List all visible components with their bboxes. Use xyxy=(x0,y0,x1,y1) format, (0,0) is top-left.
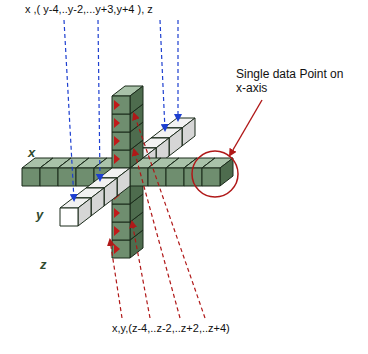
axis-label: z xyxy=(40,258,47,273)
cube-face xyxy=(148,168,166,186)
cube-face xyxy=(169,128,182,156)
blue-pointer xyxy=(98,20,100,180)
cube-face xyxy=(130,168,148,186)
cube-face xyxy=(130,86,143,114)
selected-marker xyxy=(114,136,120,146)
red-pointer xyxy=(132,222,150,318)
blue-pointer xyxy=(64,20,74,200)
caption-text: x ,( y-4,..y-2,...y+3,y+4 ), z xyxy=(25,3,153,16)
cube-face xyxy=(202,168,220,186)
blue-pointer xyxy=(177,20,178,120)
red-pointer xyxy=(110,240,122,318)
red-pointer xyxy=(134,150,180,318)
cube-grid xyxy=(22,86,233,258)
cube-face xyxy=(78,198,91,226)
cube-face xyxy=(184,168,202,186)
blue-pointer xyxy=(160,20,165,130)
cube-face xyxy=(22,168,40,186)
leader-lines xyxy=(64,20,262,318)
cube-face xyxy=(112,96,130,114)
cube-face xyxy=(112,240,130,258)
selected-marker xyxy=(114,208,120,218)
selected-marker xyxy=(114,226,120,236)
cube-face xyxy=(91,188,104,216)
highlight-circle xyxy=(192,151,238,197)
cube-face xyxy=(182,118,195,146)
selected-marker xyxy=(114,118,120,128)
cube-face xyxy=(104,178,117,206)
cube-face xyxy=(112,222,130,240)
callout-text: Single data Point on x-axis xyxy=(236,68,346,96)
cube-face xyxy=(112,150,130,168)
red-pointer xyxy=(134,114,205,318)
cube-face xyxy=(40,168,58,186)
caption-text: x,y,(z-4,..z-2,..z+2,..z+4) xyxy=(112,322,230,335)
cube-face xyxy=(112,132,130,150)
cube-face xyxy=(112,204,130,222)
cube-face xyxy=(220,158,233,186)
selected-marker xyxy=(114,100,120,110)
cube-face xyxy=(60,208,78,226)
cube-face xyxy=(112,114,130,132)
selected-marker xyxy=(114,154,120,164)
cube-face xyxy=(117,168,130,196)
axis-label: x xyxy=(28,146,35,161)
axis-label: y xyxy=(36,208,43,223)
selected-marker xyxy=(114,244,120,254)
cube-face xyxy=(166,168,184,186)
callout-arrow xyxy=(230,100,262,155)
